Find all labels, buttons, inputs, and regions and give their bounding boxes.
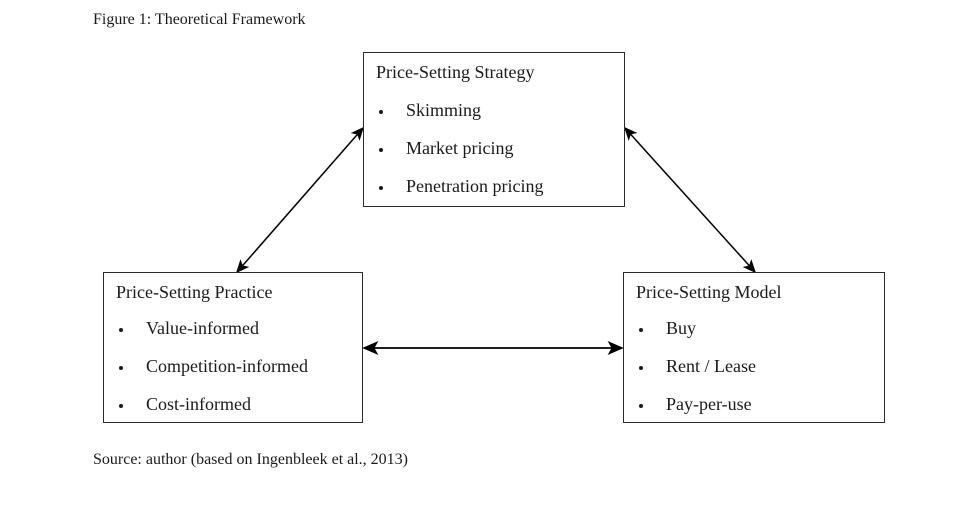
bullet-icon [119, 328, 123, 332]
list-item-label: Cost-informed [146, 394, 251, 415]
arrow-strategy-practice [236, 126, 364, 274]
list-item: Penetration pricing [376, 169, 620, 207]
bullet-icon [119, 366, 123, 370]
list-item-label: Value-informed [146, 318, 259, 339]
bullet-icon [639, 366, 643, 370]
bullet-icon [379, 148, 383, 152]
list-item: Buy [636, 311, 880, 349]
list-item-label: Market pricing [406, 138, 514, 159]
bullet-icon [119, 404, 123, 408]
box-price-setting-strategy: Price-Setting Strategy Skimming Market p… [363, 52, 625, 207]
box-title-practice: Price-Setting Practice [116, 282, 273, 302]
arrow-strategy-model [623, 126, 757, 274]
box-title-strategy: Price-Setting Strategy [376, 62, 535, 82]
list-item: Cost-informed [116, 387, 358, 425]
list-item: Pay-per-use [636, 387, 880, 425]
bullet-icon [379, 186, 383, 190]
bullet-icon [639, 328, 643, 332]
list-item: Market pricing [376, 131, 620, 169]
list-item: Skimming [376, 93, 620, 131]
bullet-icon [639, 404, 643, 408]
box-price-setting-model: Price-Setting Model Buy Rent / Lease Pay… [623, 272, 885, 423]
list-item: Value-informed [116, 311, 358, 349]
list-item-label: Pay-per-use [666, 394, 752, 415]
figure-caption: Figure 1: Theoretical Framework [93, 11, 306, 28]
list-item-label: Rent / Lease [666, 356, 756, 377]
list-item-label: Skimming [406, 100, 482, 121]
list-item-label: Buy [666, 318, 697, 339]
practice-item-list: Value-informed Competition-informed Cost… [116, 311, 358, 425]
box-title-model: Price-Setting Model [636, 282, 782, 302]
strategy-item-list: Skimming Market pricing Penetration pric… [376, 93, 620, 207]
source-caption: Source: author (based on Ingenbleek et a… [93, 451, 409, 468]
list-item: Rent / Lease [636, 349, 880, 387]
list-item: Competition-informed [116, 349, 358, 387]
bullet-icon [379, 110, 383, 114]
box-price-setting-practice: Price-Setting Practice Value-informed Co… [103, 272, 363, 423]
list-item-label: Competition-informed [146, 356, 308, 377]
model-item-list: Buy Rent / Lease Pay-per-use [636, 311, 880, 425]
list-item-label: Penetration pricing [406, 176, 544, 197]
